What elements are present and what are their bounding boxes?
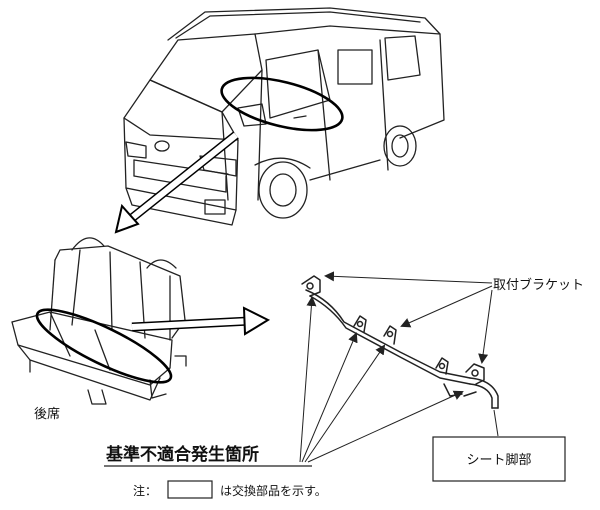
seat-leg-box bbox=[432, 436, 566, 482]
van-highlight-ellipse bbox=[220, 76, 344, 132]
seat-leg-leader-line bbox=[493, 409, 499, 437]
note-legend-box bbox=[167, 480, 213, 499]
defect-leader-lines bbox=[299, 296, 464, 463]
bracket-leader-lines bbox=[324, 271, 493, 364]
van-illustration bbox=[123, 7, 445, 226]
note-text: は交換部品を示す。 bbox=[220, 483, 327, 498]
rear-seat-label: 後席 bbox=[34, 406, 60, 422]
note-prefix: 注： bbox=[133, 483, 157, 498]
arrow-seat-to-frame bbox=[131, 306, 271, 336]
seat-leg-label: シート脚部 bbox=[466, 452, 531, 468]
arrow-van-to-seat bbox=[114, 131, 239, 234]
seat-highlight-ellipse bbox=[35, 308, 173, 384]
bracket-label: 取付ブラケット bbox=[493, 277, 584, 293]
defect-location-label: 基準不適合発生箇所 bbox=[105, 444, 259, 465]
seat-leg-frame-illustration bbox=[301, 275, 499, 409]
